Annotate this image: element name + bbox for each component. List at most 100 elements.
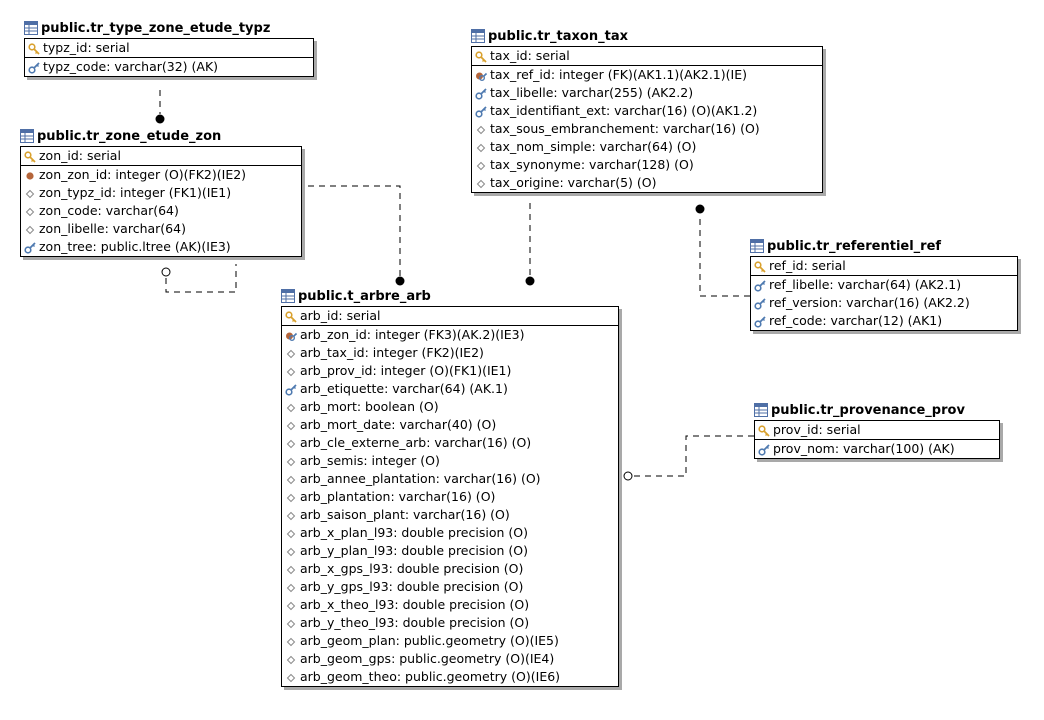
attribute-diamond-icon xyxy=(285,419,297,431)
attribute-row[interactable]: arb_zon_id: integer (FK3)(AK.2)(IE3) xyxy=(282,326,618,344)
attribute-row[interactable]: tax_sous_embranchement: varchar(16) (O) xyxy=(472,120,822,138)
attribute-row[interactable]: ref_version: varchar(16) (AK2.2) xyxy=(751,294,1017,312)
attribute-text: tax_origine: varchar(5) (O) xyxy=(490,175,657,190)
attribute-row[interactable]: arb_annee_plantation: varchar(16) (O) xyxy=(282,470,618,488)
attribute-row[interactable]: zon_id: serial xyxy=(21,147,301,165)
attribute-row[interactable]: prov_nom: varchar(100) (AK) xyxy=(755,440,999,458)
attribute-text: ref_version: varchar(16) (AK2.2) xyxy=(769,295,970,310)
attribute-diamond-icon xyxy=(285,509,297,521)
attribute-text: tax_id: serial xyxy=(490,48,570,63)
primary-key-icon xyxy=(754,260,766,273)
attribute-row[interactable]: arb_geom_plan: public.geometry (O)(IE5) xyxy=(282,632,618,650)
attribute-row[interactable]: prov_id: serial xyxy=(755,421,999,439)
entity-box: typz_id: serial typz_code: varchar(32) (… xyxy=(24,38,314,77)
relationship-end-ref-tax xyxy=(695,204,705,214)
attribute-diamond-icon xyxy=(24,187,36,199)
entity-title-text: public.t_arbre_arb xyxy=(298,288,431,304)
entity-box: ref_id: serial ref_libelle: varchar(64) … xyxy=(750,256,1018,331)
attribute-row[interactable]: ref_id: serial xyxy=(751,257,1017,275)
attribute-row[interactable]: typz_id: serial xyxy=(25,39,313,57)
attribute-row[interactable]: arb_id: serial xyxy=(282,307,618,325)
attribute-row[interactable]: arb_x_theo_l93: double precision (O) xyxy=(282,596,618,614)
attribute-row[interactable]: arb_etiquette: varchar(64) (AK.1) xyxy=(282,380,618,398)
attribute-row[interactable]: tax_libelle: varchar(255) (AK2.2) xyxy=(472,84,822,102)
attribute-row[interactable]: arb_prov_id: integer (O)(FK1)(IE1) xyxy=(282,362,618,380)
attribute-row[interactable]: arb_y_gps_l93: double precision (O) xyxy=(282,578,618,596)
attribute-diamond-icon xyxy=(24,205,36,217)
attribute-diamond-icon xyxy=(285,437,297,449)
attribute-text: arb_etiquette: varchar(64) (AK.1) xyxy=(300,381,508,396)
attribute-text: zon_typz_id: integer (FK1)(IE1) xyxy=(39,185,232,200)
attribute-diamond-icon xyxy=(475,141,487,153)
attribute-row[interactable]: arb_x_gps_l93: double precision (O) xyxy=(282,560,618,578)
table-icon xyxy=(281,289,295,303)
attribute-row[interactable]: tax_id: serial xyxy=(472,47,822,65)
attribute-diamond-icon xyxy=(285,527,297,539)
entity-title: public.tr_provenance_prov xyxy=(754,400,965,420)
entity-title: public.tr_zone_etude_zon xyxy=(20,126,221,146)
attribute-diamond-icon xyxy=(285,671,297,683)
attribute-text: arb_y_gps_l93: double precision (O) xyxy=(300,579,524,594)
attribute-text: typz_code: varchar(32) (AK) xyxy=(43,59,219,74)
attribute-row[interactable]: zon_tree: public.ltree (AK)(IE3) xyxy=(21,238,301,256)
attribute-row[interactable]: arb_cle_externe_arb: varchar(16) (O) xyxy=(282,434,618,452)
attribute-row[interactable]: arb_y_theo_l93: double precision (O) xyxy=(282,614,618,632)
entity-title: public.tr_taxon_tax xyxy=(471,26,628,46)
entity-box: arb_id: serial arb_zon_id: integer (FK3)… xyxy=(281,306,619,687)
relationship-end-zon-arb xyxy=(395,276,405,286)
primary-key-section: typz_id: serial xyxy=(25,39,313,58)
attribute-row[interactable]: tax_identifiant_ext: varchar(16) (O)(AK1… xyxy=(472,102,822,120)
table-icon xyxy=(24,21,38,35)
attribute-row[interactable]: zon_typz_id: integer (FK1)(IE1) xyxy=(21,184,301,202)
entity-box: prov_id: serial prov_nom: varchar(100) (… xyxy=(754,420,1000,459)
attribute-section: prov_nom: varchar(100) (AK) xyxy=(755,440,999,458)
alternate-key-icon xyxy=(475,87,487,100)
attribute-row[interactable]: arb_semis: integer (O) xyxy=(282,452,618,470)
attribute-row[interactable]: typz_code: varchar(32) (AK) xyxy=(25,58,313,76)
attribute-text: arb_prov_id: integer (O)(FK1)(IE1) xyxy=(300,363,512,378)
attribute-text: arb_y_plan_l93: double precision (O) xyxy=(300,543,528,558)
attribute-row[interactable]: zon_code: varchar(64) xyxy=(21,202,301,220)
entity-box: zon_id: serial zon_zon_id: integer (O)(F… xyxy=(20,146,302,257)
attribute-row[interactable]: arb_mort_date: varchar(40) (O) xyxy=(282,416,618,434)
attribute-text: tax_sous_embranchement: varchar(16) (O) xyxy=(490,121,760,136)
entity-title: public.tr_type_zone_etude_typz xyxy=(24,18,270,38)
attribute-text: tax_libelle: varchar(255) (AK2.2) xyxy=(490,85,694,100)
attribute-row[interactable]: arb_y_plan_l93: double precision (O) xyxy=(282,542,618,560)
attribute-row[interactable]: arb_saison_plant: varchar(16) (O) xyxy=(282,506,618,524)
attribute-section: ref_libelle: varchar(64) (AK2.1)ref_vers… xyxy=(751,276,1017,330)
primary-key-section: zon_id: serial xyxy=(21,147,301,166)
table-icon xyxy=(754,403,768,417)
attribute-row[interactable]: tax_ref_id: integer (FK)(AK1.1)(AK2.1)(I… xyxy=(472,66,822,84)
attribute-row[interactable]: arb_geom_theo: public.geometry (O)(IE6) xyxy=(282,668,618,686)
attribute-row[interactable]: tax_nom_simple: varchar(64) (O) xyxy=(472,138,822,156)
attribute-section: zon_zon_id: integer (O)(FK2)(IE2)zon_typ… xyxy=(21,166,301,256)
attribute-row[interactable]: tax_synonyme: varchar(128) (O) xyxy=(472,156,822,174)
relationship-end-zon-zon xyxy=(161,267,171,277)
attribute-text: ref_id: serial xyxy=(769,258,846,273)
attribute-text: zon_id: serial xyxy=(39,148,121,163)
attribute-section: arb_zon_id: integer (FK3)(AK.2)(IE3)arb_… xyxy=(282,326,618,686)
relationship-end-prov-arb xyxy=(623,471,633,481)
attribute-row[interactable]: arb_plantation: varchar(16) (O) xyxy=(282,488,618,506)
relationship-end-tax-arb xyxy=(525,276,535,286)
attribute-diamond-icon xyxy=(285,653,297,665)
table-icon xyxy=(471,29,485,43)
entity-title-text: public.tr_zone_etude_zon xyxy=(37,128,222,144)
attribute-row[interactable]: arb_x_plan_l93: double precision (O) xyxy=(282,524,618,542)
attribute-text: tax_nom_simple: varchar(64) (O) xyxy=(490,139,697,154)
attribute-row[interactable]: ref_code: varchar(12) (AK1) xyxy=(751,312,1017,330)
attribute-row[interactable]: arb_tax_id: integer (FK2)(IE2) xyxy=(282,344,618,362)
attribute-row[interactable]: ref_libelle: varchar(64) (AK2.1) xyxy=(751,276,1017,294)
attribute-row[interactable]: tax_origine: varchar(5) (O) xyxy=(472,174,822,192)
attribute-diamond-icon xyxy=(285,563,297,575)
attribute-diamond-icon xyxy=(285,617,297,629)
attribute-row[interactable]: arb_mort: boolean (O) xyxy=(282,398,618,416)
attribute-row[interactable]: zon_zon_id: integer (O)(FK2)(IE2) xyxy=(21,166,301,184)
attribute-diamond-icon xyxy=(285,545,297,557)
entity-title-text: public.tr_provenance_prov xyxy=(771,402,965,418)
attribute-text: zon_code: varchar(64) xyxy=(39,203,179,218)
attribute-row[interactable]: arb_geom_gps: public.geometry (O)(IE4) xyxy=(282,650,618,668)
attribute-row[interactable]: zon_libelle: varchar(64) xyxy=(21,220,301,238)
relationship-line-zon-arb xyxy=(308,185,401,276)
